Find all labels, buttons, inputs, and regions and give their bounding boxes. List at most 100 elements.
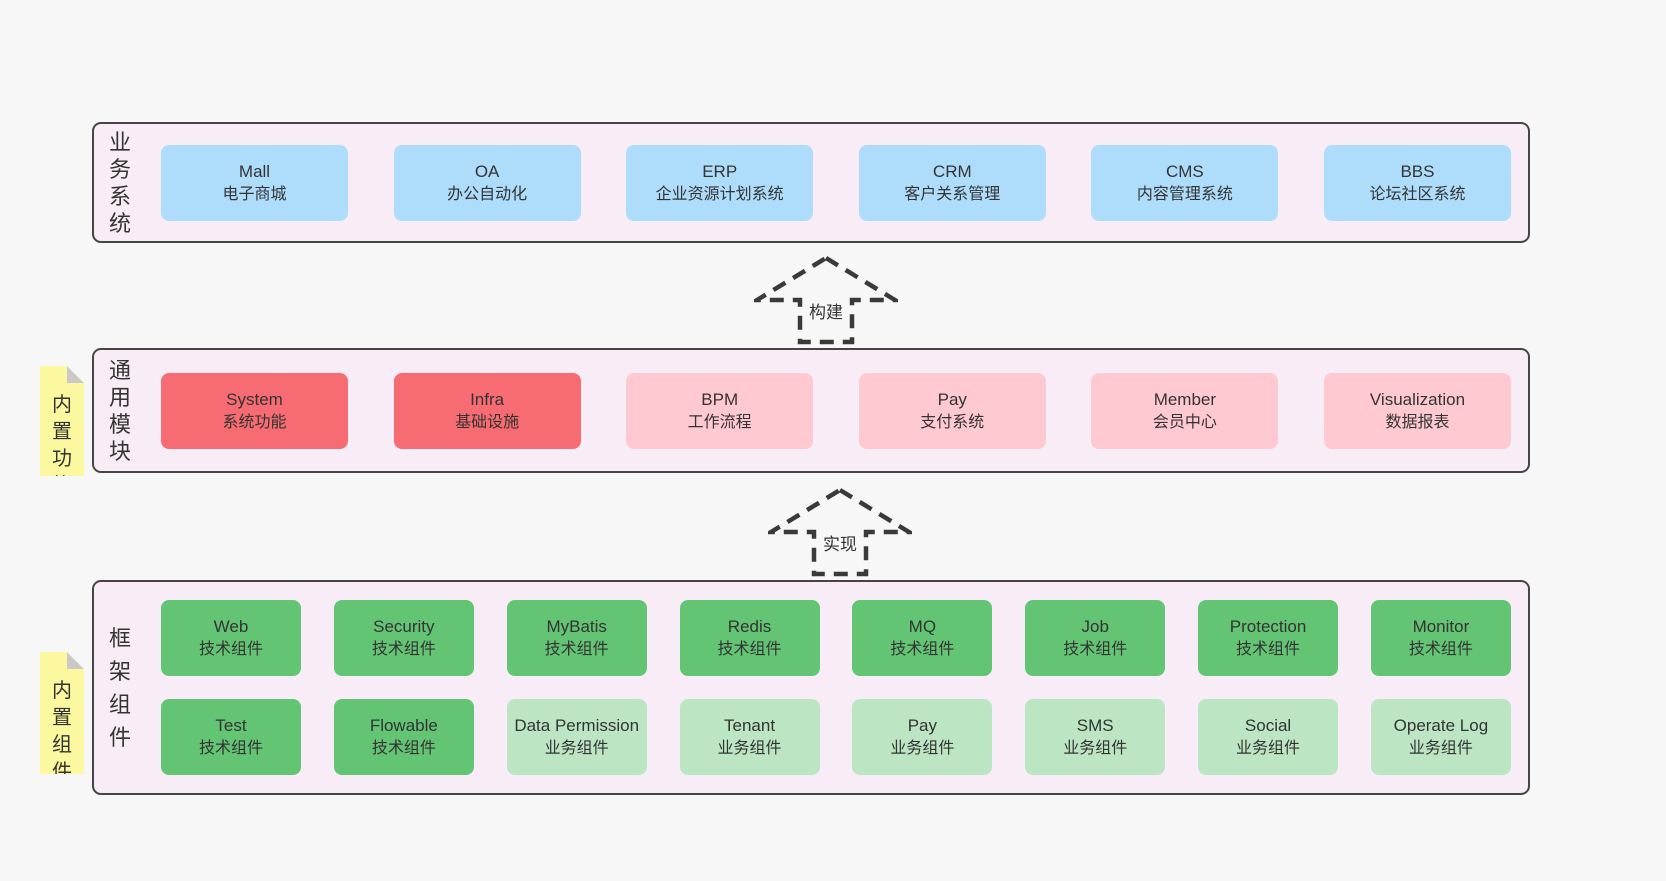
framework-row-1: Web 技术组件 Security 技术组件 MyBatis 技术组件 Redi… bbox=[161, 600, 1511, 676]
box-bbs: BBS 论坛社区系统 bbox=[1323, 144, 1511, 221]
box-title: Tenant bbox=[724, 716, 776, 735]
box-title: Test bbox=[215, 716, 247, 735]
framework-components-panel: 框架组件 Web 技术组件 Security 技术组件 MyBatis 技术组件… bbox=[92, 580, 1530, 795]
box-pay-module: Pay 支付系统 bbox=[858, 372, 1046, 449]
box-title: BPM bbox=[701, 389, 739, 409]
box-subtitle: 技术组件 bbox=[198, 740, 263, 757]
box-title: CMS bbox=[1165, 161, 1204, 181]
box-subtitle: 论坛社区系统 bbox=[1369, 185, 1466, 203]
box-mq: MQ 技术组件 bbox=[852, 600, 993, 676]
box-flowable: Flowable 技术组件 bbox=[333, 699, 474, 775]
folded-corner-icon bbox=[67, 652, 84, 669]
box-subtitle: 电子商城 bbox=[222, 185, 287, 203]
box-title: Data Permission bbox=[514, 716, 640, 735]
box-subtitle: 技术组件 bbox=[371, 641, 436, 658]
box-subtitle: 技术组件 bbox=[198, 641, 263, 658]
box-subtitle: 技术组件 bbox=[544, 641, 609, 658]
sticky-note-text: 内置组件 bbox=[52, 680, 72, 783]
box-mybatis: MyBatis 技术组件 bbox=[506, 600, 647, 676]
dashed-up-arrow-icon bbox=[748, 255, 904, 345]
box-security: Security 技术组件 bbox=[333, 600, 474, 676]
box-subtitle: 业务组件 bbox=[1408, 740, 1473, 757]
box-title: Flowable bbox=[369, 716, 438, 735]
box-subtitle: 业务组件 bbox=[1236, 740, 1301, 757]
box-test: Test 技术组件 bbox=[161, 699, 301, 775]
box-subtitle: 系统功能 bbox=[222, 413, 287, 431]
box-subtitle: 技术组件 bbox=[1408, 641, 1473, 658]
box-title: System bbox=[226, 389, 283, 409]
box-title: BBS bbox=[1400, 161, 1435, 181]
box-redis: Redis 技术组件 bbox=[679, 600, 820, 676]
box-infra: Infra 基础设施 bbox=[393, 372, 581, 449]
box-protection: Protection 技术组件 bbox=[1198, 600, 1339, 676]
box-monitor: Monitor 技术组件 bbox=[1370, 600, 1511, 676]
box-title: Monitor bbox=[1412, 617, 1470, 636]
box-title: Protection bbox=[1229, 617, 1307, 636]
box-web: Web 技术组件 bbox=[161, 600, 301, 676]
business-systems-boxes: Mall 电子商城 OA 办公自动化 ERP 企业资源计划系统 CRM 客户关系… bbox=[133, 124, 1528, 241]
box-bpm: BPM 工作流程 bbox=[626, 372, 814, 449]
dashed-up-arrow-icon bbox=[762, 487, 918, 577]
box-subtitle: 工作流程 bbox=[687, 413, 752, 431]
sticky-note-built-in-components: 内置组件 bbox=[40, 652, 84, 774]
common-modules-boxes: System 系统功能 Infra 基础设施 BPM 工作流程 Pay 支付系统… bbox=[133, 350, 1528, 471]
box-title: Pay bbox=[907, 716, 938, 735]
box-title: MQ bbox=[908, 617, 937, 636]
box-tenant: Tenant 业务组件 bbox=[679, 699, 820, 775]
box-subtitle: 业务组件 bbox=[1063, 740, 1128, 757]
implement-arrow-label: 实现 bbox=[819, 529, 861, 556]
box-title: SMS bbox=[1076, 716, 1114, 735]
box-subtitle: 技术组件 bbox=[717, 641, 782, 658]
box-job: Job 技术组件 bbox=[1025, 600, 1166, 676]
box-title: ERP bbox=[702, 161, 738, 181]
box-pay-component: Pay 业务组件 bbox=[852, 699, 993, 775]
box-title: Operate Log bbox=[1393, 716, 1489, 735]
box-title: Member bbox=[1153, 389, 1217, 409]
box-title: Security bbox=[373, 617, 435, 636]
build-arrow: 构建 bbox=[748, 255, 904, 345]
box-cms: CMS 内容管理系统 bbox=[1091, 144, 1279, 221]
box-subtitle: 支付系统 bbox=[920, 413, 985, 431]
box-operate-log: Operate Log 业务组件 bbox=[1370, 699, 1511, 775]
box-crm: CRM 客户关系管理 bbox=[858, 144, 1046, 221]
box-subtitle: 技术组件 bbox=[371, 740, 436, 757]
box-subtitle: 客户关系管理 bbox=[904, 185, 1001, 203]
common-modules-panel: 通用模块 System 系统功能 Infra 基础设施 BPM 工作流程 Pay… bbox=[92, 348, 1530, 473]
box-subtitle: 技术组件 bbox=[890, 641, 955, 658]
box-subtitle: 技术组件 bbox=[1063, 641, 1128, 658]
business-systems-label: 业务系统 bbox=[109, 129, 132, 236]
box-subtitle: 会员中心 bbox=[1152, 413, 1217, 431]
box-title: Pay bbox=[937, 389, 967, 409]
box-data-permission: Data Permission 业务组件 bbox=[506, 699, 647, 775]
box-subtitle: 业务组件 bbox=[544, 740, 609, 757]
box-title: Mall bbox=[238, 161, 271, 181]
box-oa: OA 办公自动化 bbox=[393, 144, 581, 221]
box-title: Visualization bbox=[1369, 389, 1466, 409]
framework-row-2: Test 技术组件 Flowable 技术组件 Data Permission … bbox=[161, 699, 1511, 775]
box-subtitle: 技术组件 bbox=[1236, 641, 1301, 658]
box-sms: SMS 业务组件 bbox=[1025, 699, 1166, 775]
box-mall: Mall 电子商城 bbox=[161, 144, 348, 221]
box-title: Infra bbox=[470, 389, 505, 409]
box-subtitle: 业务组件 bbox=[890, 740, 955, 757]
box-system: System 系统功能 bbox=[161, 372, 348, 449]
framework-components-label: 框架组件 bbox=[109, 625, 132, 750]
box-title: Web bbox=[213, 617, 249, 636]
box-member: Member 会员中心 bbox=[1091, 372, 1279, 449]
box-title: Redis bbox=[727, 617, 772, 636]
box-subtitle: 业务组件 bbox=[717, 740, 782, 757]
box-title: CRM bbox=[932, 161, 972, 181]
implement-arrow: 实现 bbox=[762, 487, 918, 577]
box-title: Job bbox=[1081, 617, 1109, 636]
build-arrow-label: 构建 bbox=[805, 297, 847, 324]
box-visualization: Visualization 数据报表 bbox=[1323, 372, 1511, 449]
box-title: MyBatis bbox=[546, 617, 607, 636]
box-social: Social 业务组件 bbox=[1198, 699, 1339, 775]
box-subtitle: 基础设施 bbox=[455, 413, 520, 431]
business-systems-panel: 业务系统 Mall 电子商城 OA 办公自动化 ERP 企业资源计划系统 CRM… bbox=[92, 122, 1530, 243]
box-subtitle: 内容管理系统 bbox=[1136, 185, 1233, 203]
common-modules-label: 通用模块 bbox=[109, 357, 132, 464]
sticky-note-text: 内置功能 bbox=[52, 394, 72, 497]
box-title: Social bbox=[1244, 716, 1292, 735]
box-subtitle: 办公自动化 bbox=[447, 185, 528, 203]
